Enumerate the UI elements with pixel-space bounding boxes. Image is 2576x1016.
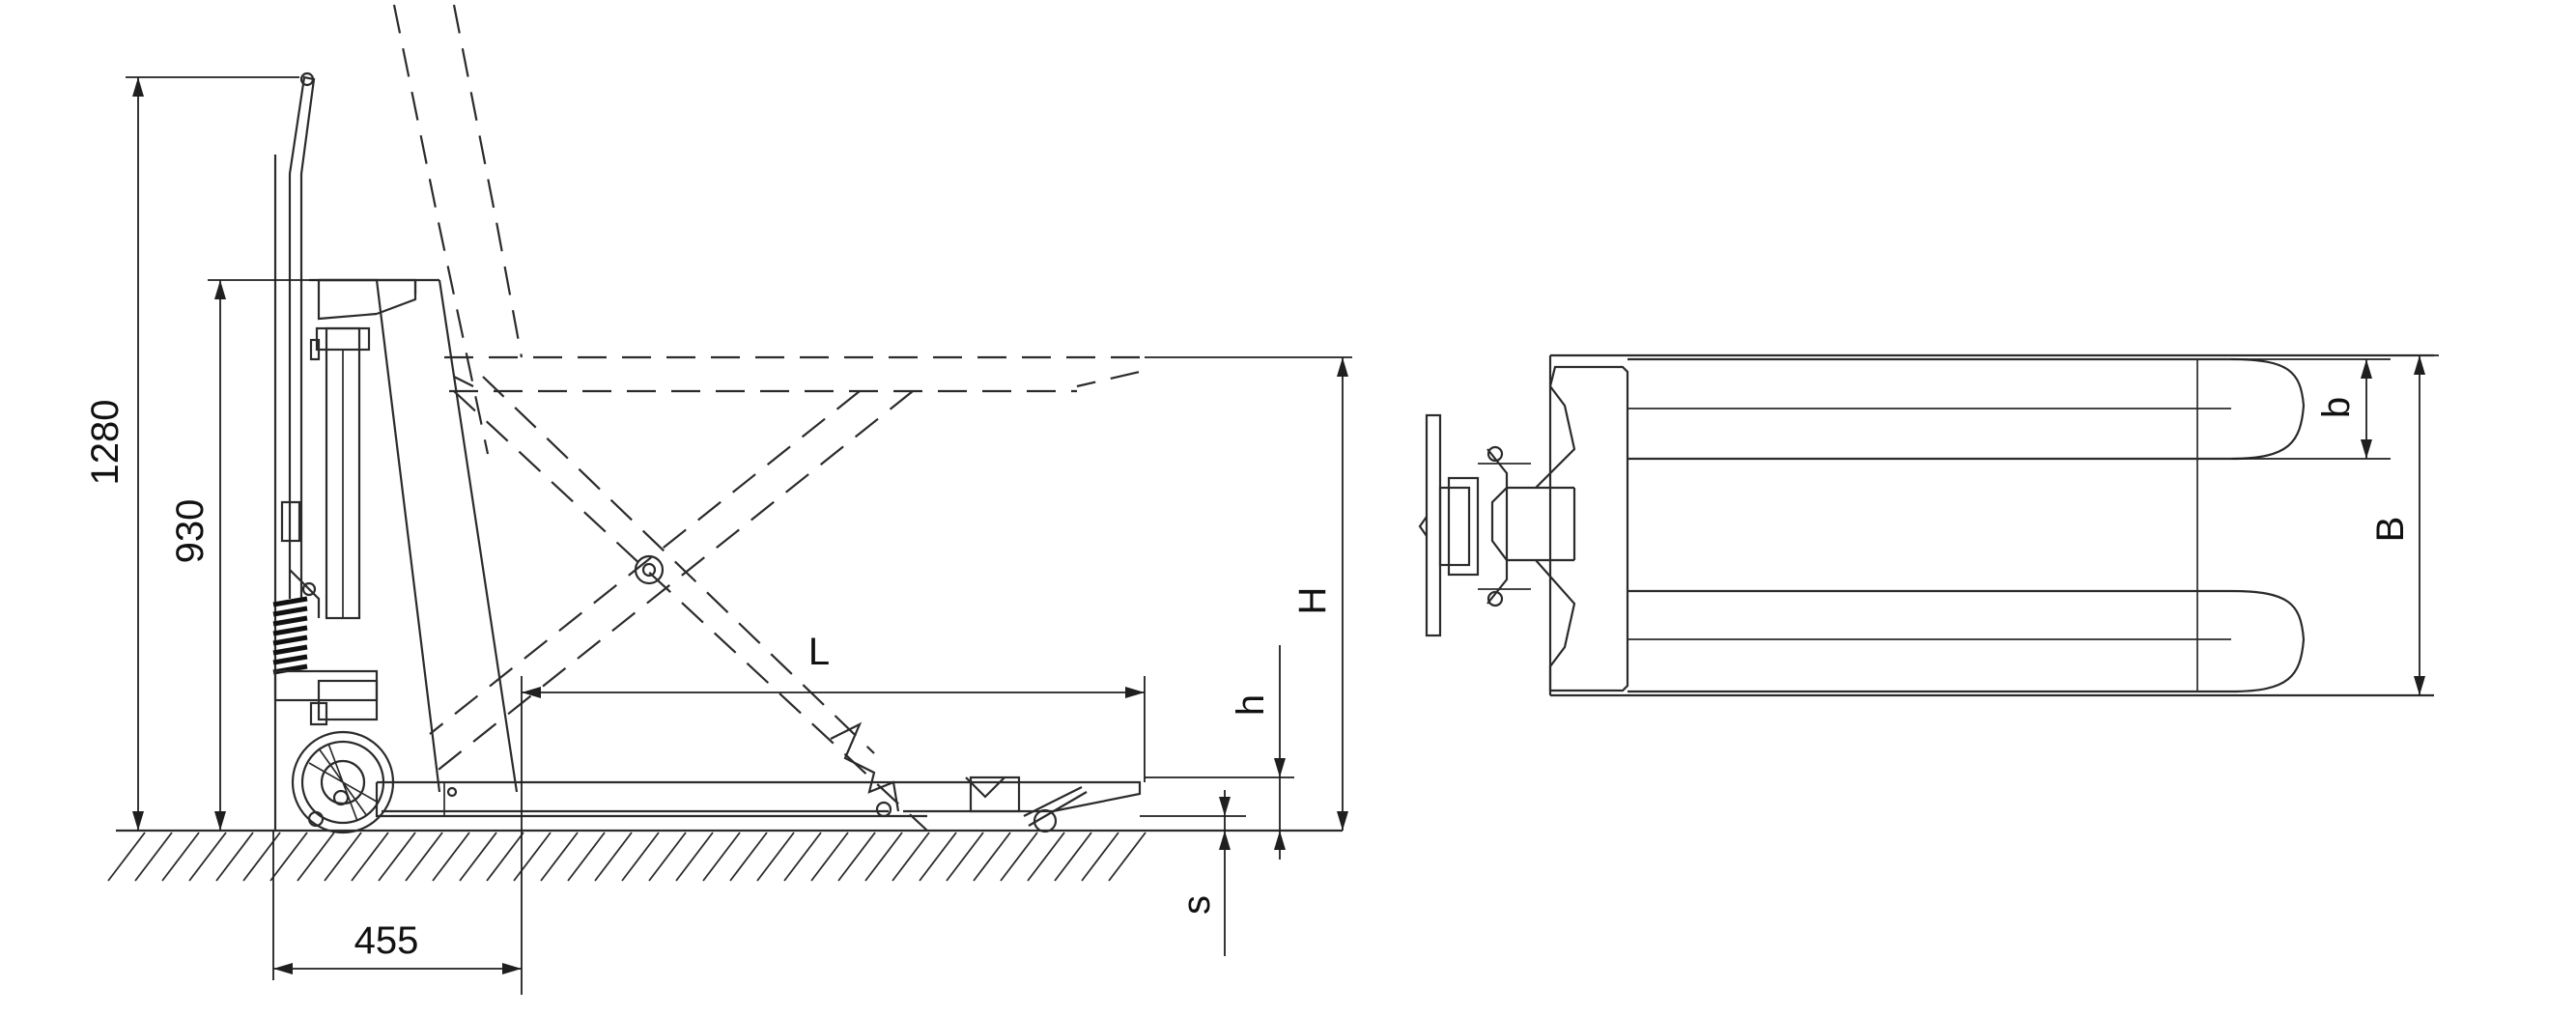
hatch-line xyxy=(513,832,552,882)
spring-coil xyxy=(272,644,308,656)
hatch-line xyxy=(729,832,768,882)
hatch-line xyxy=(486,832,524,882)
hatch-line xyxy=(297,832,335,882)
fork-chassis xyxy=(375,776,1142,833)
spring-coil xyxy=(272,606,308,617)
hatch-line xyxy=(459,832,497,882)
hatch-line xyxy=(242,832,281,882)
hatch-line xyxy=(378,832,416,882)
hatch-line xyxy=(675,832,714,882)
mast-body xyxy=(309,278,519,793)
side-view: 1280 930 455 L xyxy=(84,4,1352,995)
hatch-line xyxy=(269,832,308,882)
dim-s-label: s xyxy=(1175,895,1218,915)
spring-coil xyxy=(272,596,308,607)
hatch-line xyxy=(783,832,822,882)
hatch-line xyxy=(567,832,606,882)
spring-coil xyxy=(272,625,308,636)
hatch-line xyxy=(107,832,146,882)
hatch-line xyxy=(161,832,200,882)
hatch-line xyxy=(1027,832,1065,882)
spring-coil xyxy=(272,615,308,627)
dim-930-label: 930 xyxy=(169,499,212,564)
hydraulic-cylinder xyxy=(309,326,371,620)
dim-930 xyxy=(208,279,319,831)
zigzag-link xyxy=(830,721,900,812)
hatch-line xyxy=(837,832,876,882)
dim-B xyxy=(2414,354,2439,695)
spring-coil xyxy=(272,635,308,646)
hatch-line xyxy=(432,832,470,882)
handle xyxy=(273,71,321,831)
dim-b xyxy=(2231,358,2391,460)
hatch-line xyxy=(946,832,984,882)
hatch-line xyxy=(702,832,741,882)
hatch-line xyxy=(1000,832,1038,882)
hatch-line xyxy=(621,832,660,882)
spring-coil xyxy=(272,654,308,665)
dim-1280-label: 1280 xyxy=(84,400,127,486)
hatch-line xyxy=(648,832,687,882)
dim-H xyxy=(1145,356,1352,831)
dim-455-label: 455 xyxy=(354,919,419,962)
hatch-line xyxy=(864,832,903,882)
dim-h-label: h xyxy=(1230,694,1272,716)
dim-L xyxy=(522,676,1146,782)
hatch-line xyxy=(810,832,849,882)
top-view: b B xyxy=(1418,353,2439,697)
dim-B-label: B xyxy=(2369,517,2412,543)
fork-upper xyxy=(1628,357,2306,461)
steering-mechanism xyxy=(1438,445,1531,607)
wheel-housing xyxy=(273,669,379,726)
hatch-line xyxy=(1108,832,1146,882)
hatch-line xyxy=(892,832,930,882)
hatch-line xyxy=(405,832,443,882)
dim-455 xyxy=(272,676,523,995)
hatch-line xyxy=(973,832,1011,882)
hatch-line xyxy=(134,832,173,882)
hatch-line xyxy=(324,832,362,882)
hatch-line xyxy=(1081,832,1119,882)
hatch-line xyxy=(540,832,579,882)
chassis-body xyxy=(1490,365,1629,692)
lifted-platform-ghost xyxy=(444,355,1142,393)
hatch-line xyxy=(188,832,227,882)
dim-H-label: H xyxy=(1291,587,1334,615)
handle-bar xyxy=(1425,413,1442,637)
scissor-arms-ghost xyxy=(429,376,928,832)
hatch-line xyxy=(756,832,795,882)
dim-L-label: L xyxy=(808,631,830,673)
hatch-line xyxy=(215,832,254,882)
hatch-line xyxy=(919,832,957,882)
spring xyxy=(272,596,308,675)
hatch-line xyxy=(351,832,389,882)
scissor-pivot-inner xyxy=(641,562,657,578)
tilted-handle-ghost xyxy=(392,4,524,455)
ground-hatching xyxy=(107,832,1146,882)
scissor-pivot xyxy=(634,554,665,585)
dim-b-label: b xyxy=(2315,397,2358,418)
hatch-line xyxy=(1054,832,1092,882)
dim-1280 xyxy=(126,76,299,831)
fork-lower xyxy=(1628,589,2306,693)
dim-h xyxy=(1145,645,1294,860)
hatch-line xyxy=(594,832,633,882)
dim-s xyxy=(1140,790,1246,956)
